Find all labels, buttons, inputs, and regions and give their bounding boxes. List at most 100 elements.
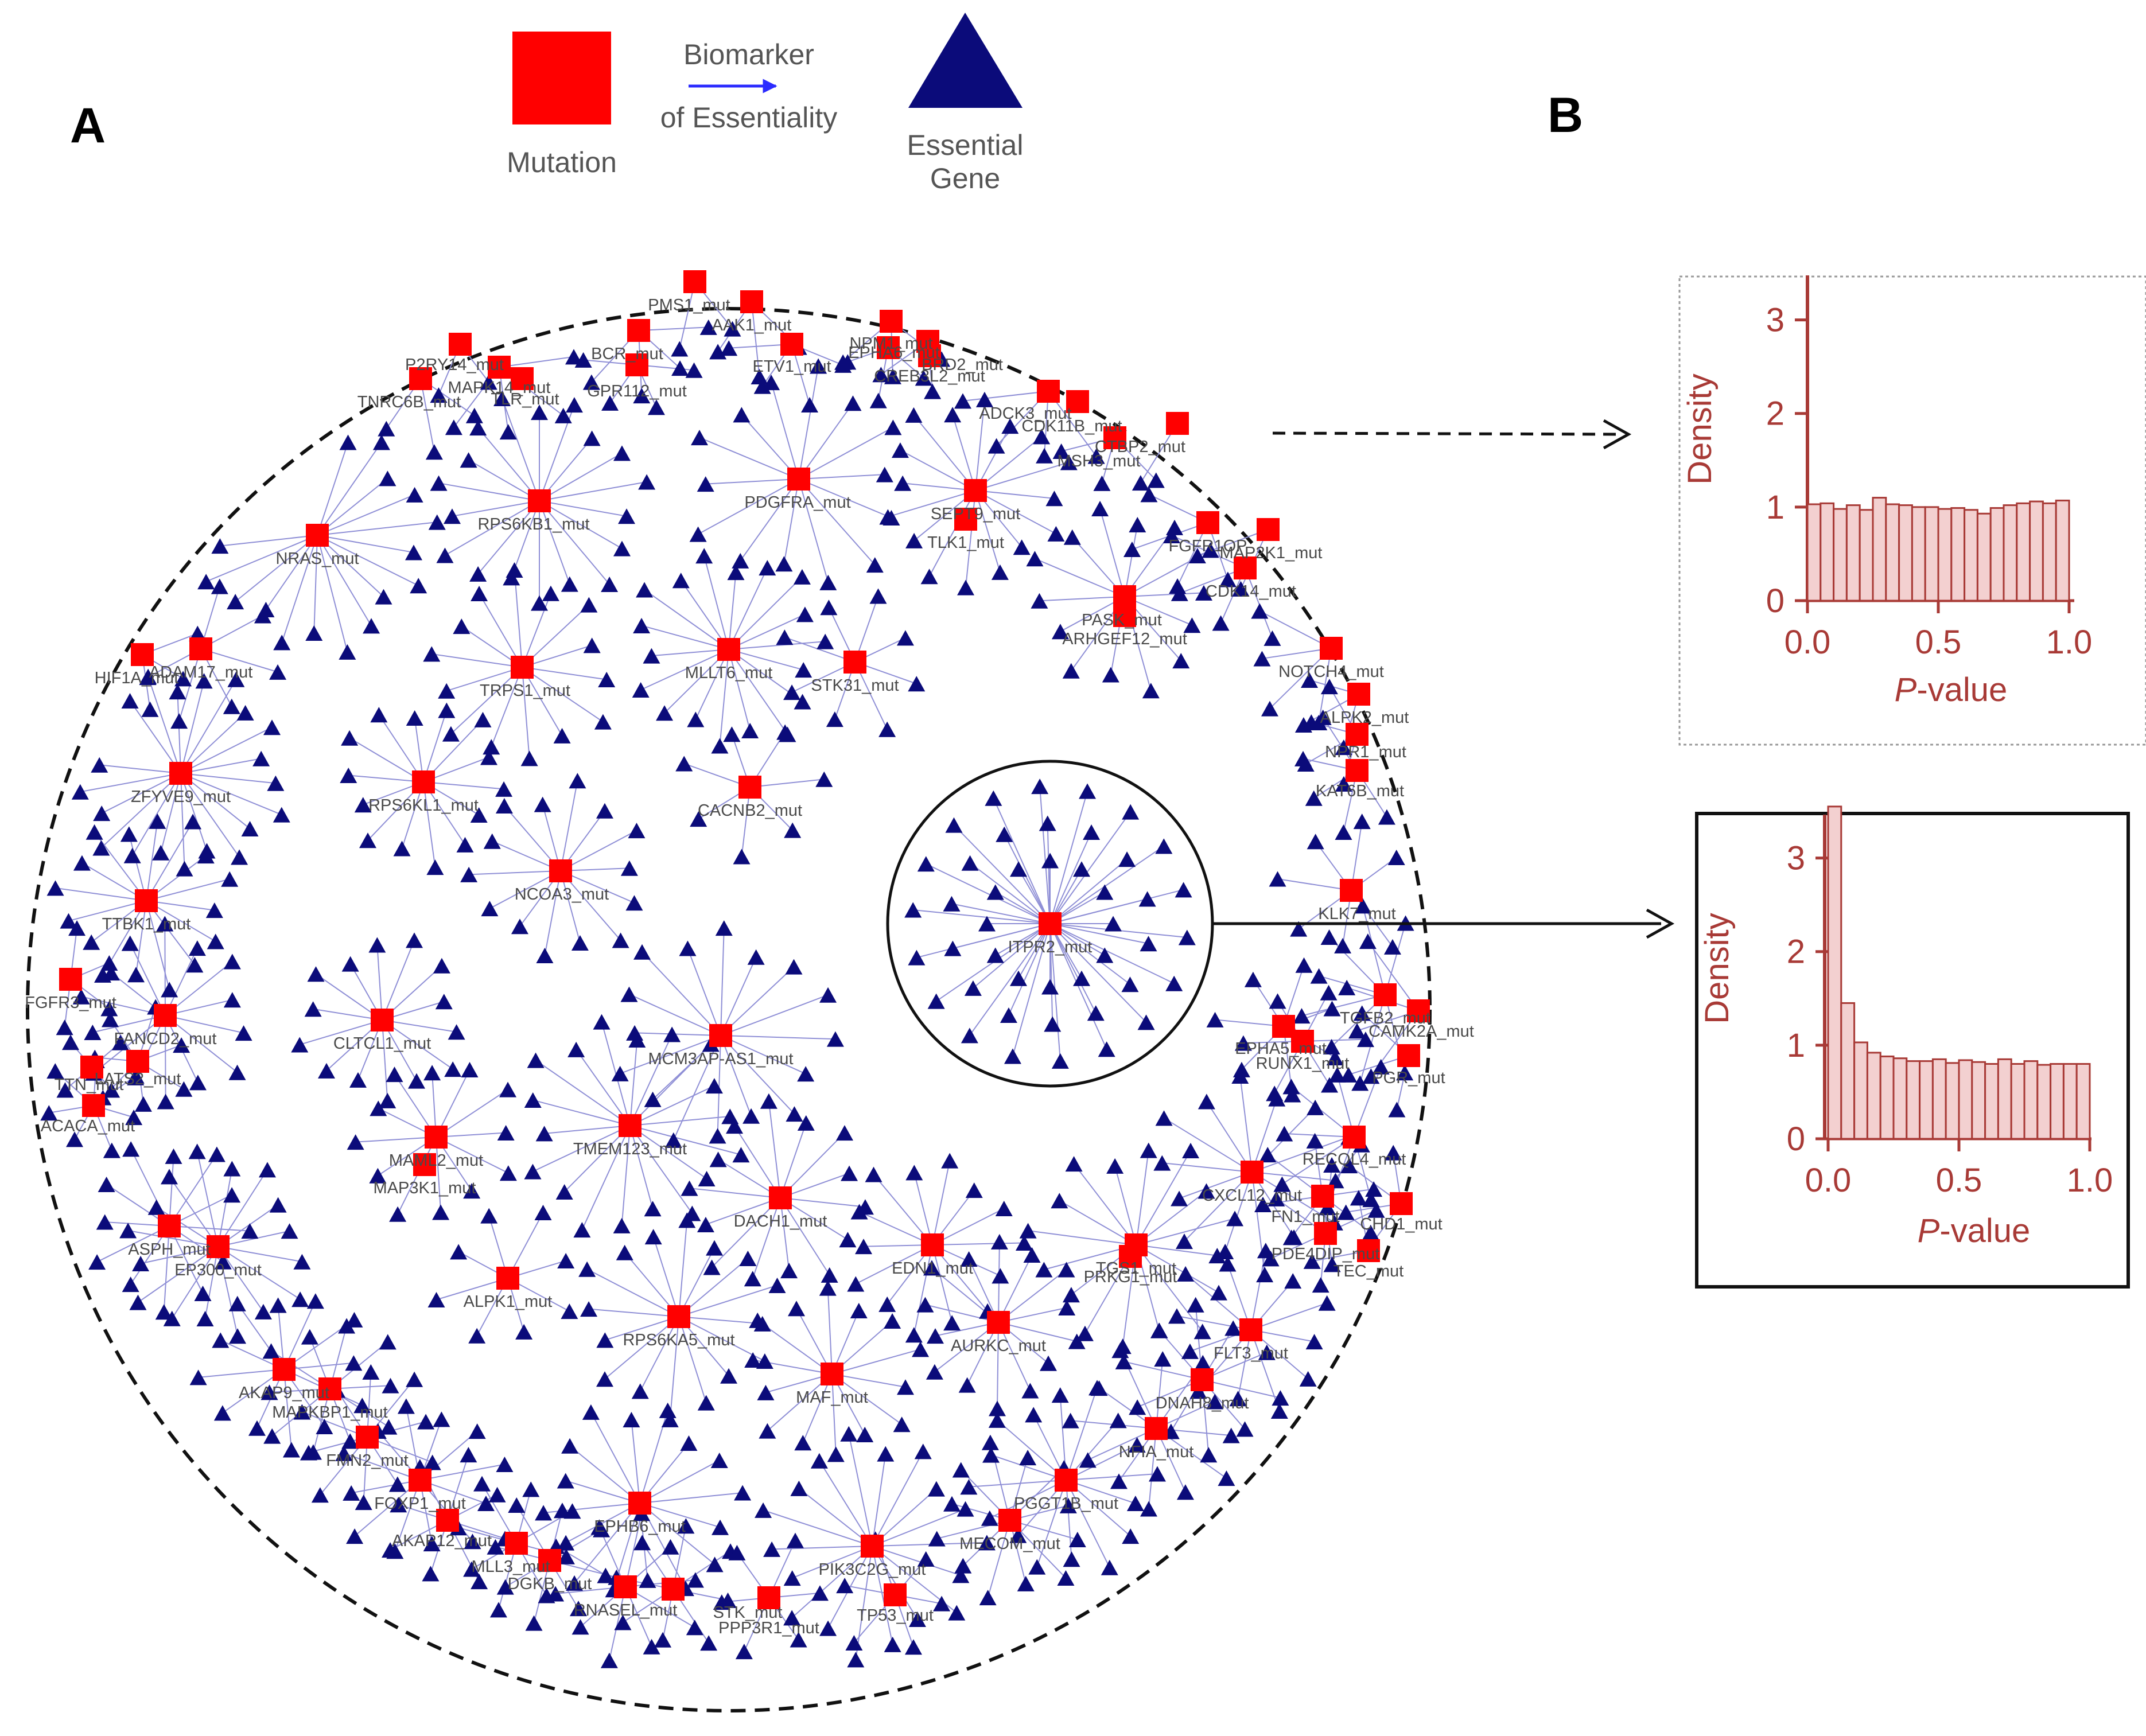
essential-gene-triangle-icon (574, 352, 592, 368)
essential-gene-triangle-icon (1033, 429, 1051, 445)
network-edge (975, 490, 1055, 499)
network-edge (438, 482, 540, 501)
histogram-bar (1898, 504, 1913, 602)
essential-gene-triangle-icon (40, 1105, 58, 1121)
network-edge (1124, 524, 1138, 597)
mutation-node-square-icon (436, 1509, 459, 1532)
network-edge (969, 1480, 1067, 1488)
network-edge (997, 1419, 1067, 1481)
essential-gene-triangle-icon (410, 578, 427, 594)
network-edge (678, 1316, 765, 1362)
essential-gene-triangle-icon (908, 949, 926, 966)
essential-gene-triangle-icon (757, 1384, 775, 1400)
essential-gene-triangle-icon (582, 1404, 600, 1420)
essential-gene-triangle-icon (488, 1486, 506, 1503)
essential-gene-triangle-icon (681, 1180, 698, 1196)
essential-gene-triangle-icon (1019, 1223, 1037, 1239)
network-edge (576, 1049, 631, 1126)
network-edge (678, 1285, 777, 1317)
essential-gene-triangle-icon (904, 902, 922, 918)
essential-gene-triangle-icon (675, 756, 693, 772)
essential-gene-triangle-icon (620, 986, 638, 1002)
essential-gene-triangle-icon (706, 1556, 724, 1572)
histogram-bar (1853, 1041, 1868, 1140)
network-edge (926, 863, 1051, 924)
essential-gene-triangle-icon (776, 629, 794, 645)
essential-gene-triangle-icon (1026, 551, 1044, 567)
network-edge (217, 1230, 290, 1247)
network-edge (720, 956, 757, 1036)
essential-gene-triangle-icon (573, 1222, 591, 1238)
network-edge (522, 667, 530, 758)
network-edge (180, 773, 282, 816)
essential-gene-triangle-icon (596, 1332, 614, 1348)
essential-gene-triangle-icon (1019, 1450, 1037, 1466)
essential-gene-triangle-icon (119, 1223, 137, 1239)
essential-gene-triangle-icon (493, 390, 511, 406)
essential-gene-triangle-icon (184, 813, 202, 830)
essential-gene-triangle-icon (927, 993, 945, 1009)
essential-gene-triangle-icon (744, 1271, 761, 1287)
network-edge (539, 500, 570, 585)
mutation-node-square-icon (738, 776, 761, 799)
essential-gene-triangle-icon (920, 569, 938, 585)
essential-gene-triangle-icon (483, 833, 501, 849)
network-edge (1284, 1132, 1355, 1138)
network-edge (436, 1136, 442, 1213)
essential-gene-triangle-icon (1387, 849, 1405, 865)
network-edge (953, 824, 1051, 924)
network-edge (1012, 923, 1051, 1057)
network-edge (798, 1488, 873, 1547)
essential-gene-triangle-icon (583, 430, 601, 446)
connector-dashed-arrowhead-icon (1603, 419, 1632, 450)
mutation-node-label: TTN_mut (55, 1076, 124, 1094)
mutation-node-label: NPM1_mut (849, 334, 932, 353)
essential-gene-triangle-icon (741, 722, 759, 738)
network-edge (848, 1433, 873, 1547)
network-edge (639, 1503, 716, 1565)
network-edge (560, 870, 635, 904)
mutation-node-square-icon (1145, 1417, 1168, 1440)
essential-gene-triangle-icon (557, 1253, 575, 1269)
essential-gene-triangle-icon (943, 896, 961, 912)
mutation-node-label: KAT6B_mut (1316, 782, 1404, 800)
essential-gene-triangle-icon (593, 1014, 611, 1030)
essential-gene-triangle-icon (188, 1143, 206, 1159)
essential-gene-triangle-icon (354, 797, 372, 813)
essential-gene-triangle-icon (349, 1072, 367, 1088)
network-edge (169, 1156, 174, 1227)
essential-gene-triangle-icon (941, 1153, 959, 1169)
essential-gene-triangle-icon (96, 1214, 114, 1230)
network-edge (642, 951, 721, 1036)
network-edge (608, 1586, 626, 1661)
essential-gene-triangle-icon (1353, 813, 1371, 830)
mutation-node-square-icon (683, 270, 706, 293)
essential-gene-triangle-icon (141, 701, 159, 717)
network-edge (859, 1211, 933, 1245)
network-edge (499, 356, 574, 368)
network-edge (317, 521, 437, 536)
essential-gene-triangle-icon (914, 1443, 932, 1459)
network-edge (501, 398, 540, 501)
essential-gene-triangle-icon (1305, 1334, 1323, 1350)
network-edge (717, 1035, 721, 1136)
network-edge (631, 1419, 640, 1504)
essential-gene-triangle-icon (1047, 526, 1065, 542)
essential-gene-triangle-icon (1365, 1181, 1383, 1197)
essential-gene-triangle-icon (406, 486, 423, 503)
essential-gene-triangle-icon (763, 1541, 781, 1557)
essential-gene-triangle-icon (1282, 1079, 1300, 1095)
mutation-node-square-icon (1346, 759, 1369, 782)
essential-gene-triangle-icon (1138, 891, 1156, 907)
network-edge (872, 1546, 961, 1576)
mutation-node-square-icon (628, 1492, 651, 1515)
network-edge (629, 1125, 654, 1209)
network-edge (313, 535, 318, 633)
essential-gene-triangle-icon (720, 1368, 738, 1384)
essential-gene-triangle-icon (1010, 970, 1027, 986)
essential-gene-triangle-icon (611, 1065, 629, 1081)
network-edge (1049, 846, 1164, 924)
network-edge (698, 478, 799, 535)
network-edge (604, 1316, 679, 1380)
mutation-node-square-icon (787, 468, 810, 491)
